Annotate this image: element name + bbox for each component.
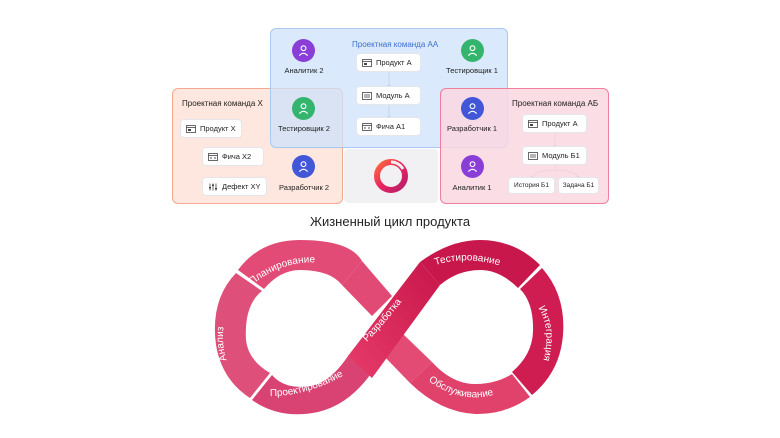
card-feature-x2: Фича Х2 <box>203 148 263 165</box>
card-product-a: Продукт А <box>357 54 420 71</box>
card-label: История Б1 <box>514 182 549 189</box>
loop-right <box>410 240 564 415</box>
code-window-icon <box>208 152 218 161</box>
card-label: Задача Б1 <box>562 182 595 189</box>
card-feature-a1: Фича А1 <box>357 118 420 135</box>
person-icon <box>292 97 315 120</box>
card-defect-xy: Дефект ХY <box>203 178 266 195</box>
role-tester-1: Тестировщик 1 <box>446 66 498 75</box>
person-icon <box>461 97 484 120</box>
card-label: Модуль А <box>376 91 410 100</box>
team-aa-title: Проектная команда АА <box>352 40 439 49</box>
card-product-a-ab: Продукт А <box>523 115 586 132</box>
module-icon <box>362 91 372 100</box>
browser-window-icon <box>362 58 372 67</box>
stage-analysis: Анализ <box>215 326 230 363</box>
person-icon <box>461 155 484 178</box>
role-developer-1: Разработчик 1 <box>447 124 497 133</box>
card-product-x: Продукт Х <box>181 120 241 137</box>
card-label: Фича А1 <box>376 122 406 131</box>
team-ab-title: Проектная команда АБ <box>512 99 599 108</box>
code-window-icon <box>362 122 372 131</box>
browser-window-icon <box>186 124 196 133</box>
card-label: Модуль Б1 <box>542 151 580 160</box>
module-icon <box>528 151 538 160</box>
card-label: Дефект ХY <box>222 182 261 191</box>
person-icon <box>292 155 315 178</box>
card-label: Фича Х2 <box>222 152 252 161</box>
loop-left <box>214 240 382 415</box>
browser-window-icon <box>528 119 538 128</box>
role-tester-2: Тестировщик 2 <box>278 124 330 133</box>
lifecycle-title: Жизненный цикл продукта <box>309 214 471 229</box>
person-icon <box>292 39 315 62</box>
card-label: Продукт А <box>542 119 578 128</box>
role-analyst-2: Аналитик 2 <box>284 66 324 75</box>
ring-logo <box>374 159 408 193</box>
role-developer-2: Разработчик 2 <box>279 183 329 192</box>
card-label: Продукт Х <box>200 124 236 133</box>
person-icon <box>461 39 484 62</box>
logo-panel <box>344 149 438 203</box>
role-analyst-1: Аналитик 1 <box>452 183 492 192</box>
card-task-b1: Задача Б1 <box>559 178 598 193</box>
crossing <box>342 261 440 383</box>
card-story-b1: История Б1 <box>509 178 554 193</box>
team-x-title: Проектная команда Х <box>182 99 263 108</box>
card-module-a: Модуль А <box>357 87 420 104</box>
card-label: Продукт А <box>376 58 412 67</box>
card-module-b1: Модуль Б1 <box>523 147 586 164</box>
sliders-icon <box>209 183 217 190</box>
